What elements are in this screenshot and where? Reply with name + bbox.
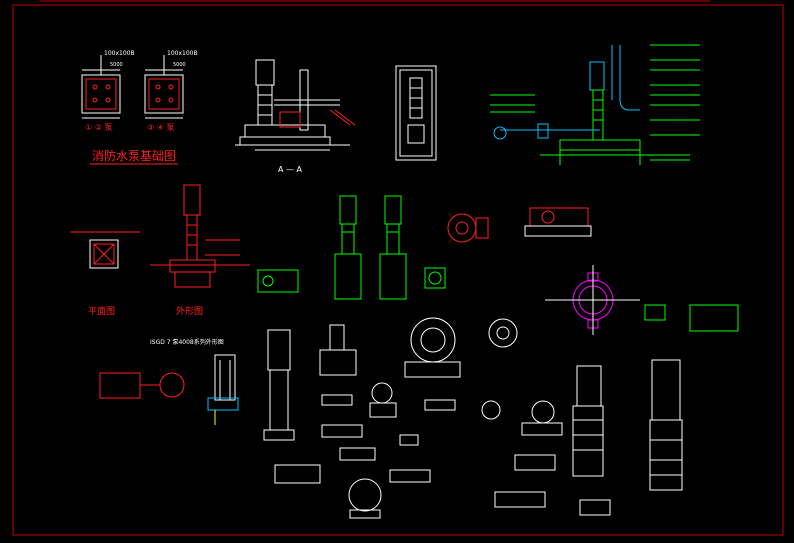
section-aa-label: A — A: [278, 165, 303, 174]
heater-drawing: [207, 354, 239, 425]
drawing-frame: [12, 4, 784, 536]
sub-right: 5000: [173, 62, 186, 68]
legend-caption: ISGD 7 泵4008系列外形图: [150, 338, 224, 346]
installation-detail: [490, 44, 700, 165]
white-pump-library: [263, 317, 683, 519]
outline-pump-drawing: [150, 184, 250, 288]
foundation-label-a: ① ② 泵: [85, 123, 112, 132]
foundation-title: 消防水泵基础图: [92, 148, 176, 163]
dim-top-left: 100x100B: [104, 50, 135, 57]
plan-view-label: 平面图: [88, 306, 115, 317]
foundation-plan-group: [81, 55, 184, 119]
dim-top-right: 100x100B: [167, 50, 198, 57]
green-vertical-pumps: [257, 195, 446, 300]
plan-view-drawing: [70, 231, 140, 269]
section-aa-drawing: [235, 59, 356, 151]
sub-left: 5000: [110, 62, 123, 68]
green-small-valve: [644, 304, 739, 332]
framed-pump-detail: [395, 65, 437, 161]
foundation-label-b: ③ ④ 泵: [147, 123, 174, 132]
outline-view-label: 外形图: [176, 305, 203, 317]
butterfly-valve-icon: [545, 265, 640, 335]
red-horizontal-pumps: [99, 207, 592, 399]
